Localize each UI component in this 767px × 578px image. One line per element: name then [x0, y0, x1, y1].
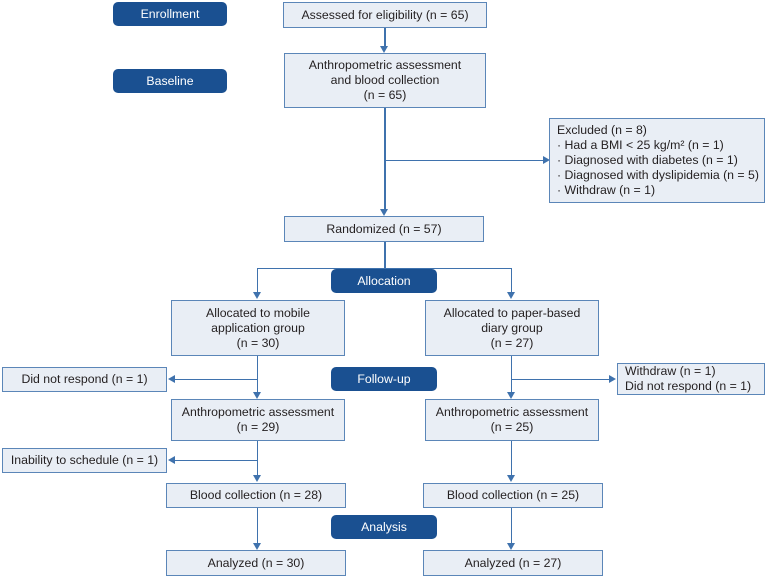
arrow-allocation-right — [507, 292, 515, 299]
node-blood-collection-left: Blood collection (n = 28) — [166, 483, 346, 508]
connector-to-withdraw-right — [511, 379, 609, 381]
node-randomized-label: Randomized (n = 57) — [326, 221, 442, 236]
connector-anthroright-to-bloodright — [511, 441, 513, 475]
connector-assessed-to-baseline — [384, 27, 386, 47]
connector-bloodleft-to-analyzedleft — [257, 508, 259, 543]
arrow-anthroright-to-bloodright — [507, 475, 515, 482]
node-excluded-item-3: · Withdraw (n = 1) — [557, 183, 656, 197]
node-assessed-for-eligibility-label: Assessed for eligibility (n = 65) — [301, 7, 469, 22]
arrow-baseline-to-randomized — [380, 209, 388, 216]
node-analyzed-left: Analyzed (n = 30) — [166, 550, 346, 576]
stage-badge-followup: Follow-up — [331, 367, 437, 391]
connector-randomized-down — [384, 241, 386, 269]
node-lost-left-inability-to-schedule: Inability to schedule (n = 1) — [2, 448, 167, 473]
stage-badge-baseline-label: Baseline — [146, 74, 194, 88]
connector-to-inability-left — [175, 460, 258, 462]
node-blood-collection-right-label: Blood collection (n = 25) — [446, 488, 580, 502]
connector-allocation-right-drop — [511, 268, 513, 292]
node-analyzed-right: Analyzed (n = 27) — [423, 550, 603, 576]
node-baseline-assessment: Anthropometric assessment and blood coll… — [284, 53, 486, 108]
node-allocated-paper-diary: Allocated to paper-based diary group (n … — [425, 300, 599, 356]
node-blood-collection-right: Blood collection (n = 25) — [423, 483, 603, 508]
stage-badge-analysis-label: Analysis — [361, 520, 407, 534]
node-excluded-item-0: · Had a BMI < 25 kg/m² (n = 1) — [557, 138, 724, 152]
node-analyzed-right-label: Analyzed (n = 27) — [464, 555, 562, 570]
stage-badge-allocation-label: Allocation — [357, 274, 411, 288]
arrow-bloodright-to-analyzedright — [507, 543, 515, 550]
node-anthropometric-right-label: Anthropometric assessment (n = 25) — [435, 405, 589, 434]
connector-allocation-left-drop — [257, 268, 259, 292]
arrow-to-didnotrespond-left — [168, 375, 175, 383]
node-analyzed-left-label: Analyzed (n = 30) — [207, 555, 305, 570]
node-allocated-mobile-application-label: Allocated to mobile application group (n… — [206, 305, 310, 350]
stage-badge-analysis: Analysis — [331, 515, 437, 539]
connector-to-excluded — [385, 160, 543, 162]
arrow-to-inability-left — [168, 456, 175, 464]
node-excluded-item-2: · Diagnosed with dyslipidemia (n = 5) — [557, 168, 759, 182]
node-blood-collection-left-label: Blood collection (n = 28) — [189, 488, 323, 502]
stage-badge-enrollment-label: Enrollment — [140, 7, 200, 21]
node-excluded-content: Excluded (n = 8) · Had a BMI < 25 kg/m² … — [557, 123, 759, 198]
node-assessed-for-eligibility: Assessed for eligibility (n = 65) — [283, 2, 487, 28]
node-allocated-mobile-application: Allocated to mobile application group (n… — [171, 300, 345, 356]
arrow-assessed-to-baseline — [380, 46, 388, 53]
connector-allocright-to-anthroright — [511, 355, 513, 392]
node-allocated-paper-diary-label: Allocated to paper-based diary group (n … — [443, 305, 581, 350]
node-baseline-assessment-label: Anthropometric assessment and blood coll… — [308, 58, 462, 102]
arrow-to-excluded — [543, 156, 550, 164]
node-randomized: Randomized (n = 57) — [284, 216, 484, 242]
node-lost-left-inability-to-schedule-label: Inability to schedule (n = 1) — [10, 453, 159, 467]
node-lost-right-withdraw: Withdraw (n = 1) Did not respond (n = 1) — [617, 363, 765, 395]
arrow-anthroleft-to-bloodleft — [253, 475, 261, 482]
arrow-allocation-left — [253, 292, 261, 299]
connector-bloodright-to-analyzedright — [511, 508, 513, 543]
stage-badge-enrollment: Enrollment — [113, 2, 227, 26]
stage-badge-baseline: Baseline — [113, 69, 227, 93]
connector-to-didnotrespond-left — [175, 379, 258, 381]
connector-anthroleft-to-bloodleft — [257, 441, 259, 475]
arrow-bloodleft-to-analyzedleft — [253, 543, 261, 550]
stage-badge-followup-label: Follow-up — [357, 372, 411, 386]
connector-baseline-to-randomized — [384, 108, 386, 209]
arrow-allocleft-to-anthroleft — [253, 392, 261, 399]
node-anthropometric-left: Anthropometric assessment (n = 29) — [171, 399, 345, 441]
stage-badge-allocation: Allocation — [331, 269, 437, 293]
node-anthropometric-left-label: Anthropometric assessment (n = 29) — [181, 405, 335, 434]
node-lost-right-withdraw-label: Withdraw (n = 1) Did not respond (n = 1) — [625, 364, 752, 393]
node-lost-left-did-not-respond-label: Did not respond (n = 1) — [21, 372, 148, 386]
node-excluded-title: Excluded (n = 8) — [557, 123, 647, 137]
arrow-to-withdraw-right — [609, 375, 616, 383]
node-excluded: Excluded (n = 8) · Had a BMI < 25 kg/m² … — [549, 118, 765, 203]
connector-allocleft-to-anthroleft — [257, 355, 259, 392]
arrow-allocright-to-anthroright — [507, 392, 515, 399]
node-excluded-item-1: · Diagnosed with diabetes (n = 1) — [557, 153, 738, 167]
node-lost-left-did-not-respond: Did not respond (n = 1) — [2, 367, 167, 392]
connector-allocation-bus — [257, 268, 512, 270]
node-anthropometric-right: Anthropometric assessment (n = 25) — [425, 399, 599, 441]
